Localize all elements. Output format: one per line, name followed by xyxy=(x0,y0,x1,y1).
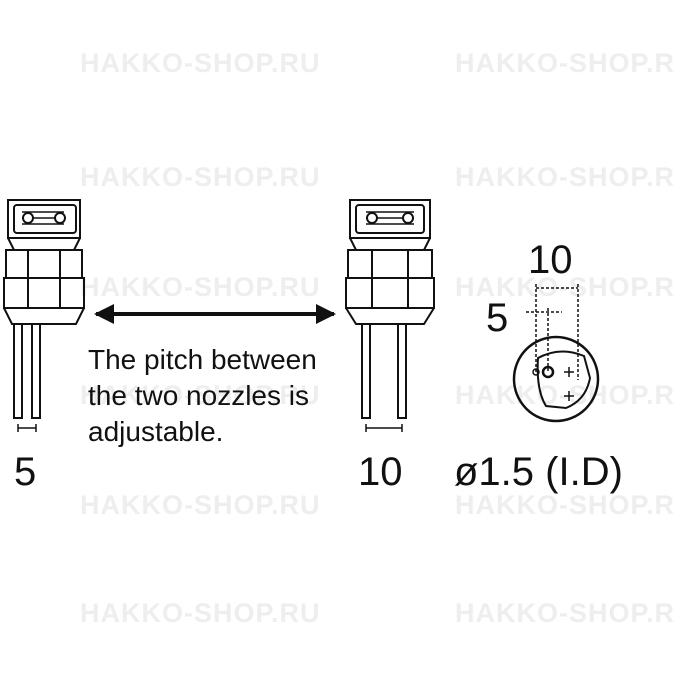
caption-line: the two nozzles is xyxy=(88,380,309,411)
nozzle-right xyxy=(345,199,435,432)
watermark: HAKKO-SHOP.RU xyxy=(80,48,321,78)
caption-line: adjustable. xyxy=(88,416,224,447)
watermark: HAKKO-SHOP.R xyxy=(455,598,676,628)
watermark: HAKKO-SHOP.RU xyxy=(80,598,321,628)
caption-line: The pitch between xyxy=(88,344,317,375)
watermark: HAKKO-SHOP.R xyxy=(455,490,676,520)
pitch-label-left: 5 xyxy=(14,450,37,494)
pitch-caption: The pitch between the two nozzles is adj… xyxy=(88,342,358,450)
nozzle-left xyxy=(3,199,85,432)
watermark: HAKKO-SHOP.RU xyxy=(80,272,321,302)
nozzle-end-view xyxy=(512,284,600,423)
watermark: HAKKO-SHOP.R xyxy=(455,48,676,78)
dimension-label-10: 10 xyxy=(528,238,573,282)
dimension-label-5: 5 xyxy=(486,296,509,340)
watermark: HAKKO-SHOP.RU xyxy=(80,162,321,192)
watermark: HAKKO-SHOP.R xyxy=(455,272,676,302)
watermark: HAKKO-SHOP.R xyxy=(455,380,676,410)
watermark: HAKKO-SHOP.RU xyxy=(80,380,321,410)
pitch-label-right: 10 xyxy=(358,450,403,494)
inner-diameter-label: ø1.5 (I.D) xyxy=(454,450,623,494)
watermark: HAKKO-SHOP.RU xyxy=(80,490,321,520)
watermark: HAKKO-SHOP.R xyxy=(455,162,676,192)
